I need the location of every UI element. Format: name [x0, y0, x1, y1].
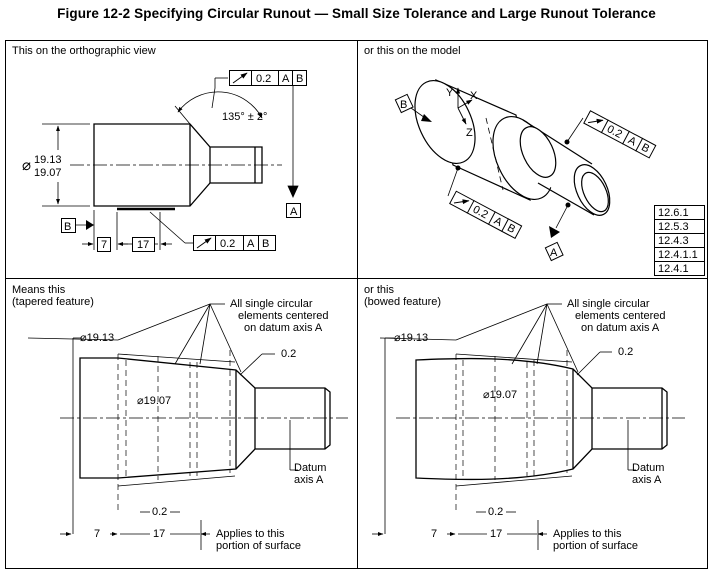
panel-label-2: (bowed feature)	[364, 296, 441, 308]
note-3: on datum axis A	[581, 322, 660, 334]
fcf-3d-lower: 0.2 A B	[449, 190, 523, 240]
datum-b-box	[61, 218, 76, 233]
length-dimensions	[82, 210, 172, 250]
applies-2: portion of surface	[553, 540, 638, 552]
axis-y: Y	[446, 87, 454, 99]
ref-item: 12.5.3	[658, 221, 689, 233]
note-1: All single circular	[230, 298, 313, 310]
ref-item: 12.4.3	[658, 235, 689, 247]
3d-model	[414, 78, 611, 216]
bowed-part	[415, 357, 668, 481]
dia-mid: ⌀19.07	[483, 389, 517, 401]
ref-item: 12.4.1	[658, 263, 689, 275]
panel-label-2: (tapered feature)	[12, 296, 94, 308]
panel-label-1: or this	[364, 284, 394, 296]
applies-1: Applies to this	[216, 528, 285, 540]
panel-label: This on the orthographic view	[12, 45, 156, 57]
svg-text:B: B	[400, 99, 407, 111]
svg-text:A: A	[550, 247, 558, 259]
panel-top-right: or this on the model Y X Z B	[364, 45, 705, 276]
figure-title: Figure 12-2 Specifying Circular Runout —…	[57, 6, 656, 21]
datum-a-3d: A	[544, 202, 571, 262]
angle-label: 135° ± 2°	[222, 111, 267, 123]
dim-7: 7	[431, 528, 437, 540]
panel-top-left: This on the orthographic view ⌀ 19.13 19…	[12, 45, 307, 252]
ref-item: 12.4.1.1	[658, 249, 698, 261]
panel-label: or this on the model	[364, 45, 461, 57]
panel-bottom-right: or this (bowed feature)	[364, 284, 685, 552]
dim-7: 7	[94, 528, 100, 540]
runout-value: 0.2	[618, 346, 633, 358]
fcf-bottom: 0.2 A B	[149, 211, 276, 251]
datum-b-3d: B	[394, 93, 432, 122]
datum-b-label: B	[64, 221, 71, 233]
fcf-3d-upper: 0.2 A B	[583, 110, 657, 159]
dia-mid: ⌀19.07	[137, 395, 171, 407]
svg-text:A: A	[282, 73, 290, 85]
ref-item: 12.6.1	[658, 207, 689, 219]
fcf-leader	[211, 77, 299, 198]
datum-label-2: axis A	[632, 474, 662, 486]
applies-1: Applies to this	[553, 528, 622, 540]
gap-value: 0.2	[488, 506, 503, 518]
note-2: elements centered	[238, 310, 329, 322]
dim-17: 17	[153, 528, 165, 540]
datum-label-1: Datum	[294, 462, 326, 474]
datum-a-label: A	[290, 206, 298, 218]
gap-value: 0.2	[152, 506, 167, 518]
dim-17: 17	[490, 528, 502, 540]
axis-x: X	[470, 90, 478, 102]
panel-bottom-left: Means this (tapered feature)	[12, 284, 348, 552]
diameter-symbol: ⌀	[22, 157, 31, 174]
angle-arc	[177, 91, 263, 119]
diameter-dimension	[42, 123, 90, 207]
axis-triad	[455, 87, 473, 125]
diameter-lower: 19.07	[34, 167, 62, 179]
datum-label-2: axis A	[294, 474, 324, 486]
circular-runout-icon	[588, 118, 604, 124]
fcf-top: 0.2 A B	[229, 70, 307, 86]
svg-text:0.2: 0.2	[220, 238, 235, 250]
applies-2: portion of surface	[216, 540, 301, 552]
diameter-upper: 19.13	[34, 154, 62, 166]
panel-label-1: Means this	[12, 284, 66, 296]
dia-big: ⌀19.13	[394, 332, 428, 344]
datum-label-1: Datum	[632, 462, 664, 474]
datum-a-box	[286, 203, 301, 218]
dia-big: ⌀19.13	[80, 332, 114, 344]
svg-text:B: B	[296, 73, 303, 85]
circular-runout-icon	[196, 237, 212, 249]
panel-grid	[5, 40, 708, 569]
circular-runout-icon	[453, 199, 470, 205]
circular-runout-icon	[232, 72, 248, 84]
note-3: on datum axis A	[244, 322, 323, 334]
runout-value: 0.2	[281, 348, 296, 360]
dim-7: 7	[101, 239, 107, 251]
note-2: elements centered	[575, 310, 666, 322]
dim-17: 17	[137, 239, 149, 251]
svg-text:B: B	[262, 238, 269, 250]
axis-z: Z	[466, 127, 473, 139]
svg-text:A: A	[247, 238, 255, 250]
svg-text:0.2: 0.2	[256, 73, 271, 85]
reference-table: 12.6.1 12.5.3 12.4.3 12.4.1.1 12.4.1	[654, 205, 705, 276]
note-1: All single circular	[567, 298, 650, 310]
